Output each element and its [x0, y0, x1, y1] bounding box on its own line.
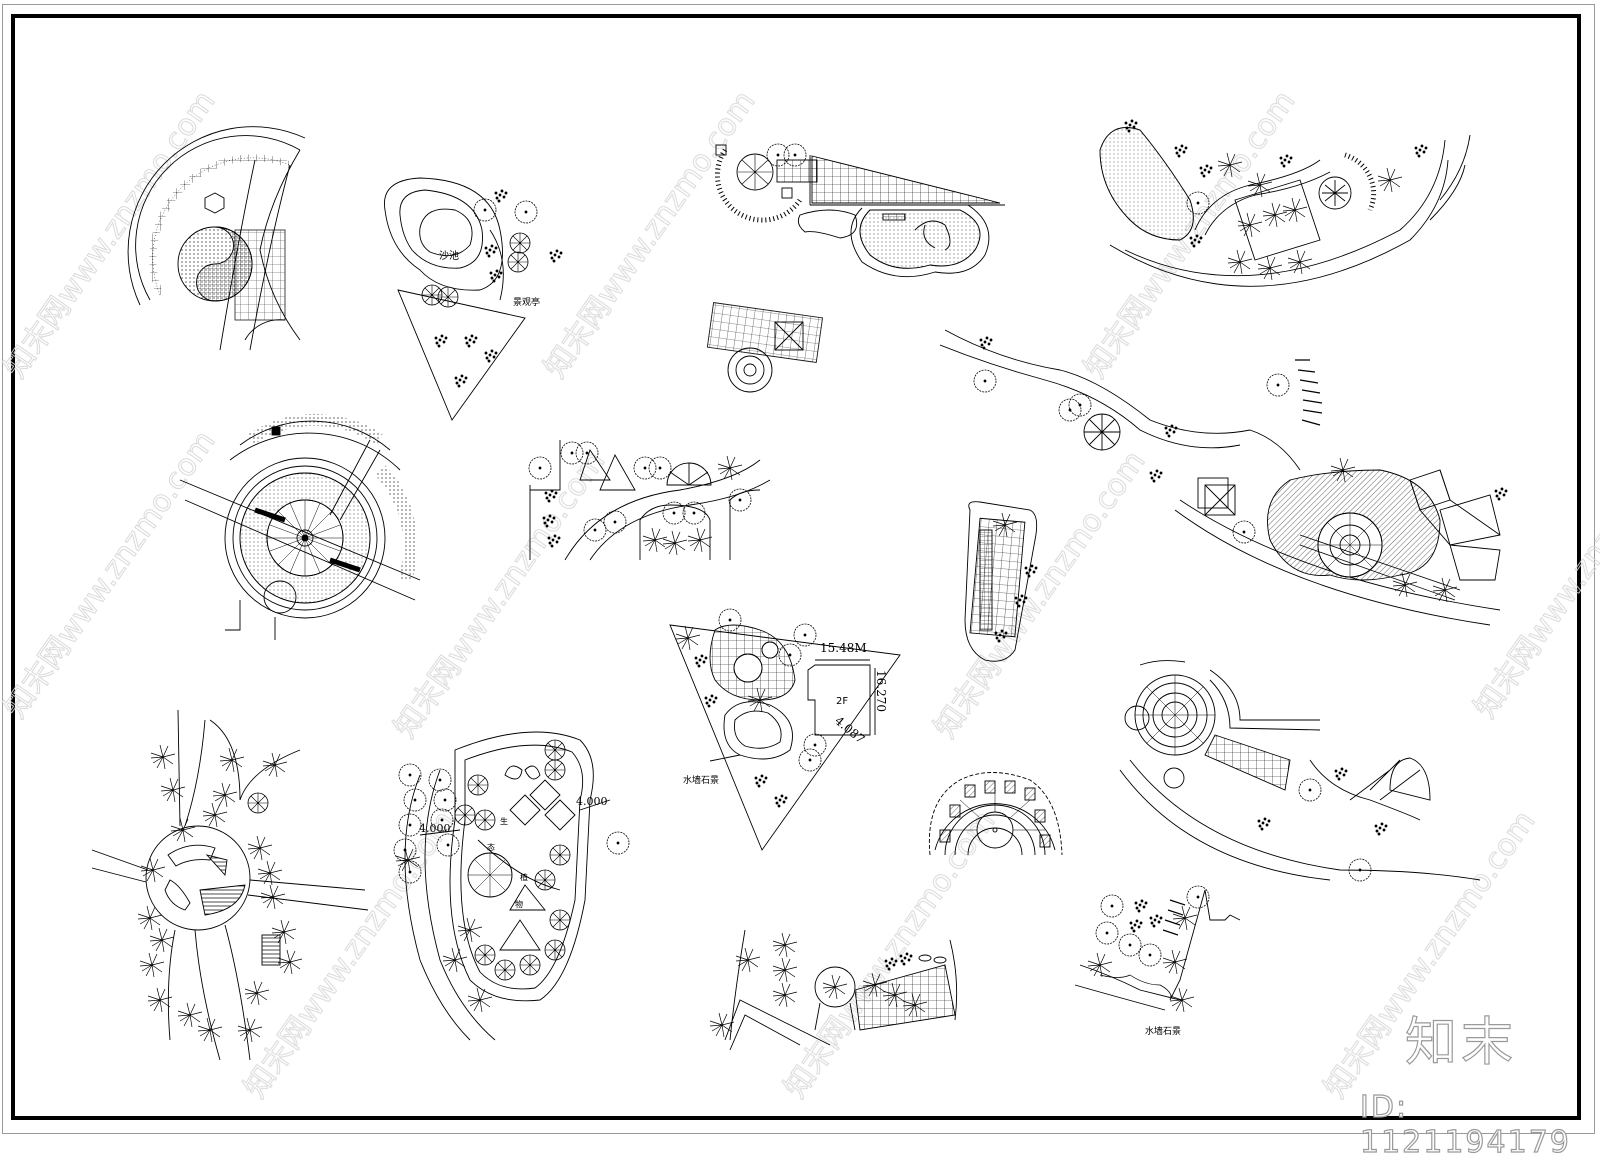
label-state: 态 — [487, 842, 495, 852]
watermark-logo: 知末 — [1404, 1012, 1518, 1073]
label-2f: 2F — [836, 696, 848, 707]
label-eco: 生 — [500, 816, 508, 826]
plan-curved-path-garden — [528, 440, 771, 561]
plan-labels: 沙池 景观亭 水墙石景 2F 15.48M 16.270 4.087 4.000… — [419, 249, 1181, 1037]
plan-villa-garden — [669, 608, 901, 851]
label-pavilion: 景观亭 — [513, 296, 540, 308]
plan-rock-garden — [1074, 885, 1241, 1013]
plan-fan-plaza — [928, 772, 1063, 856]
svg-text:知末网www.znzmo.com: 知末网www.znzmo.com — [388, 445, 613, 745]
plan-planting-strip — [964, 501, 1038, 662]
plan-circular-plaza-gridwalk — [1119, 660, 1481, 882]
dimension-16-270: 16.270 — [874, 670, 888, 712]
label-water-wall-rockery: 水墙石景 — [683, 774, 719, 786]
plan-riverside-plaza — [939, 329, 1508, 626]
plan-sandpit-garden — [384, 177, 563, 421]
label-water-wall-rockery-2: 水墙石景 — [1145, 1025, 1181, 1037]
label-sandpit: 沙池 — [439, 249, 459, 262]
plan-crescent-garden — [1099, 119, 1471, 287]
plan-roundabout-garden — [91, 709, 369, 1061]
dimension-4-000-left: 4.000 — [419, 822, 451, 835]
plan-grid-plaza-pond — [714, 143, 1005, 278]
dimension-4-000-right: 4.000 — [576, 795, 608, 808]
svg-text:知末网www.znzmo.com: 知末网www.znzmo.com — [928, 445, 1153, 745]
svg-text:知末网www.znzmo.com: 知末网www.znzmo.com — [0, 85, 222, 385]
label-plant: 植 — [520, 872, 528, 882]
plan-radial-fountain-plaza — [179, 413, 421, 640]
plan-taiji-plaza — [127, 126, 306, 351]
svg-text:知末网www.znzmo.com: 知末网www.znzmo.com — [1078, 85, 1303, 385]
label-object: 物 — [515, 899, 523, 909]
plan-teardrop-park — [393, 731, 630, 1041]
dimension-15-48m: 15.48M — [820, 641, 867, 655]
plan-palm-path-garden — [709, 929, 958, 1051]
svg-text:知末网www.znzmo.com: 知末网www.znzmo.com — [0, 425, 222, 725]
svg-text:知末网www.znzmo.com: 知末网www.znzmo.com — [1468, 425, 1600, 725]
watermark-id: ID: 1121194179 — [1359, 1089, 1571, 1160]
drawing-frame — [11, 14, 1581, 1120]
plan-small-grid-square — [706, 302, 824, 393]
dimension-4-087: 4.087 — [832, 714, 867, 747]
sheet-outer-border — [2, 4, 1595, 1134]
